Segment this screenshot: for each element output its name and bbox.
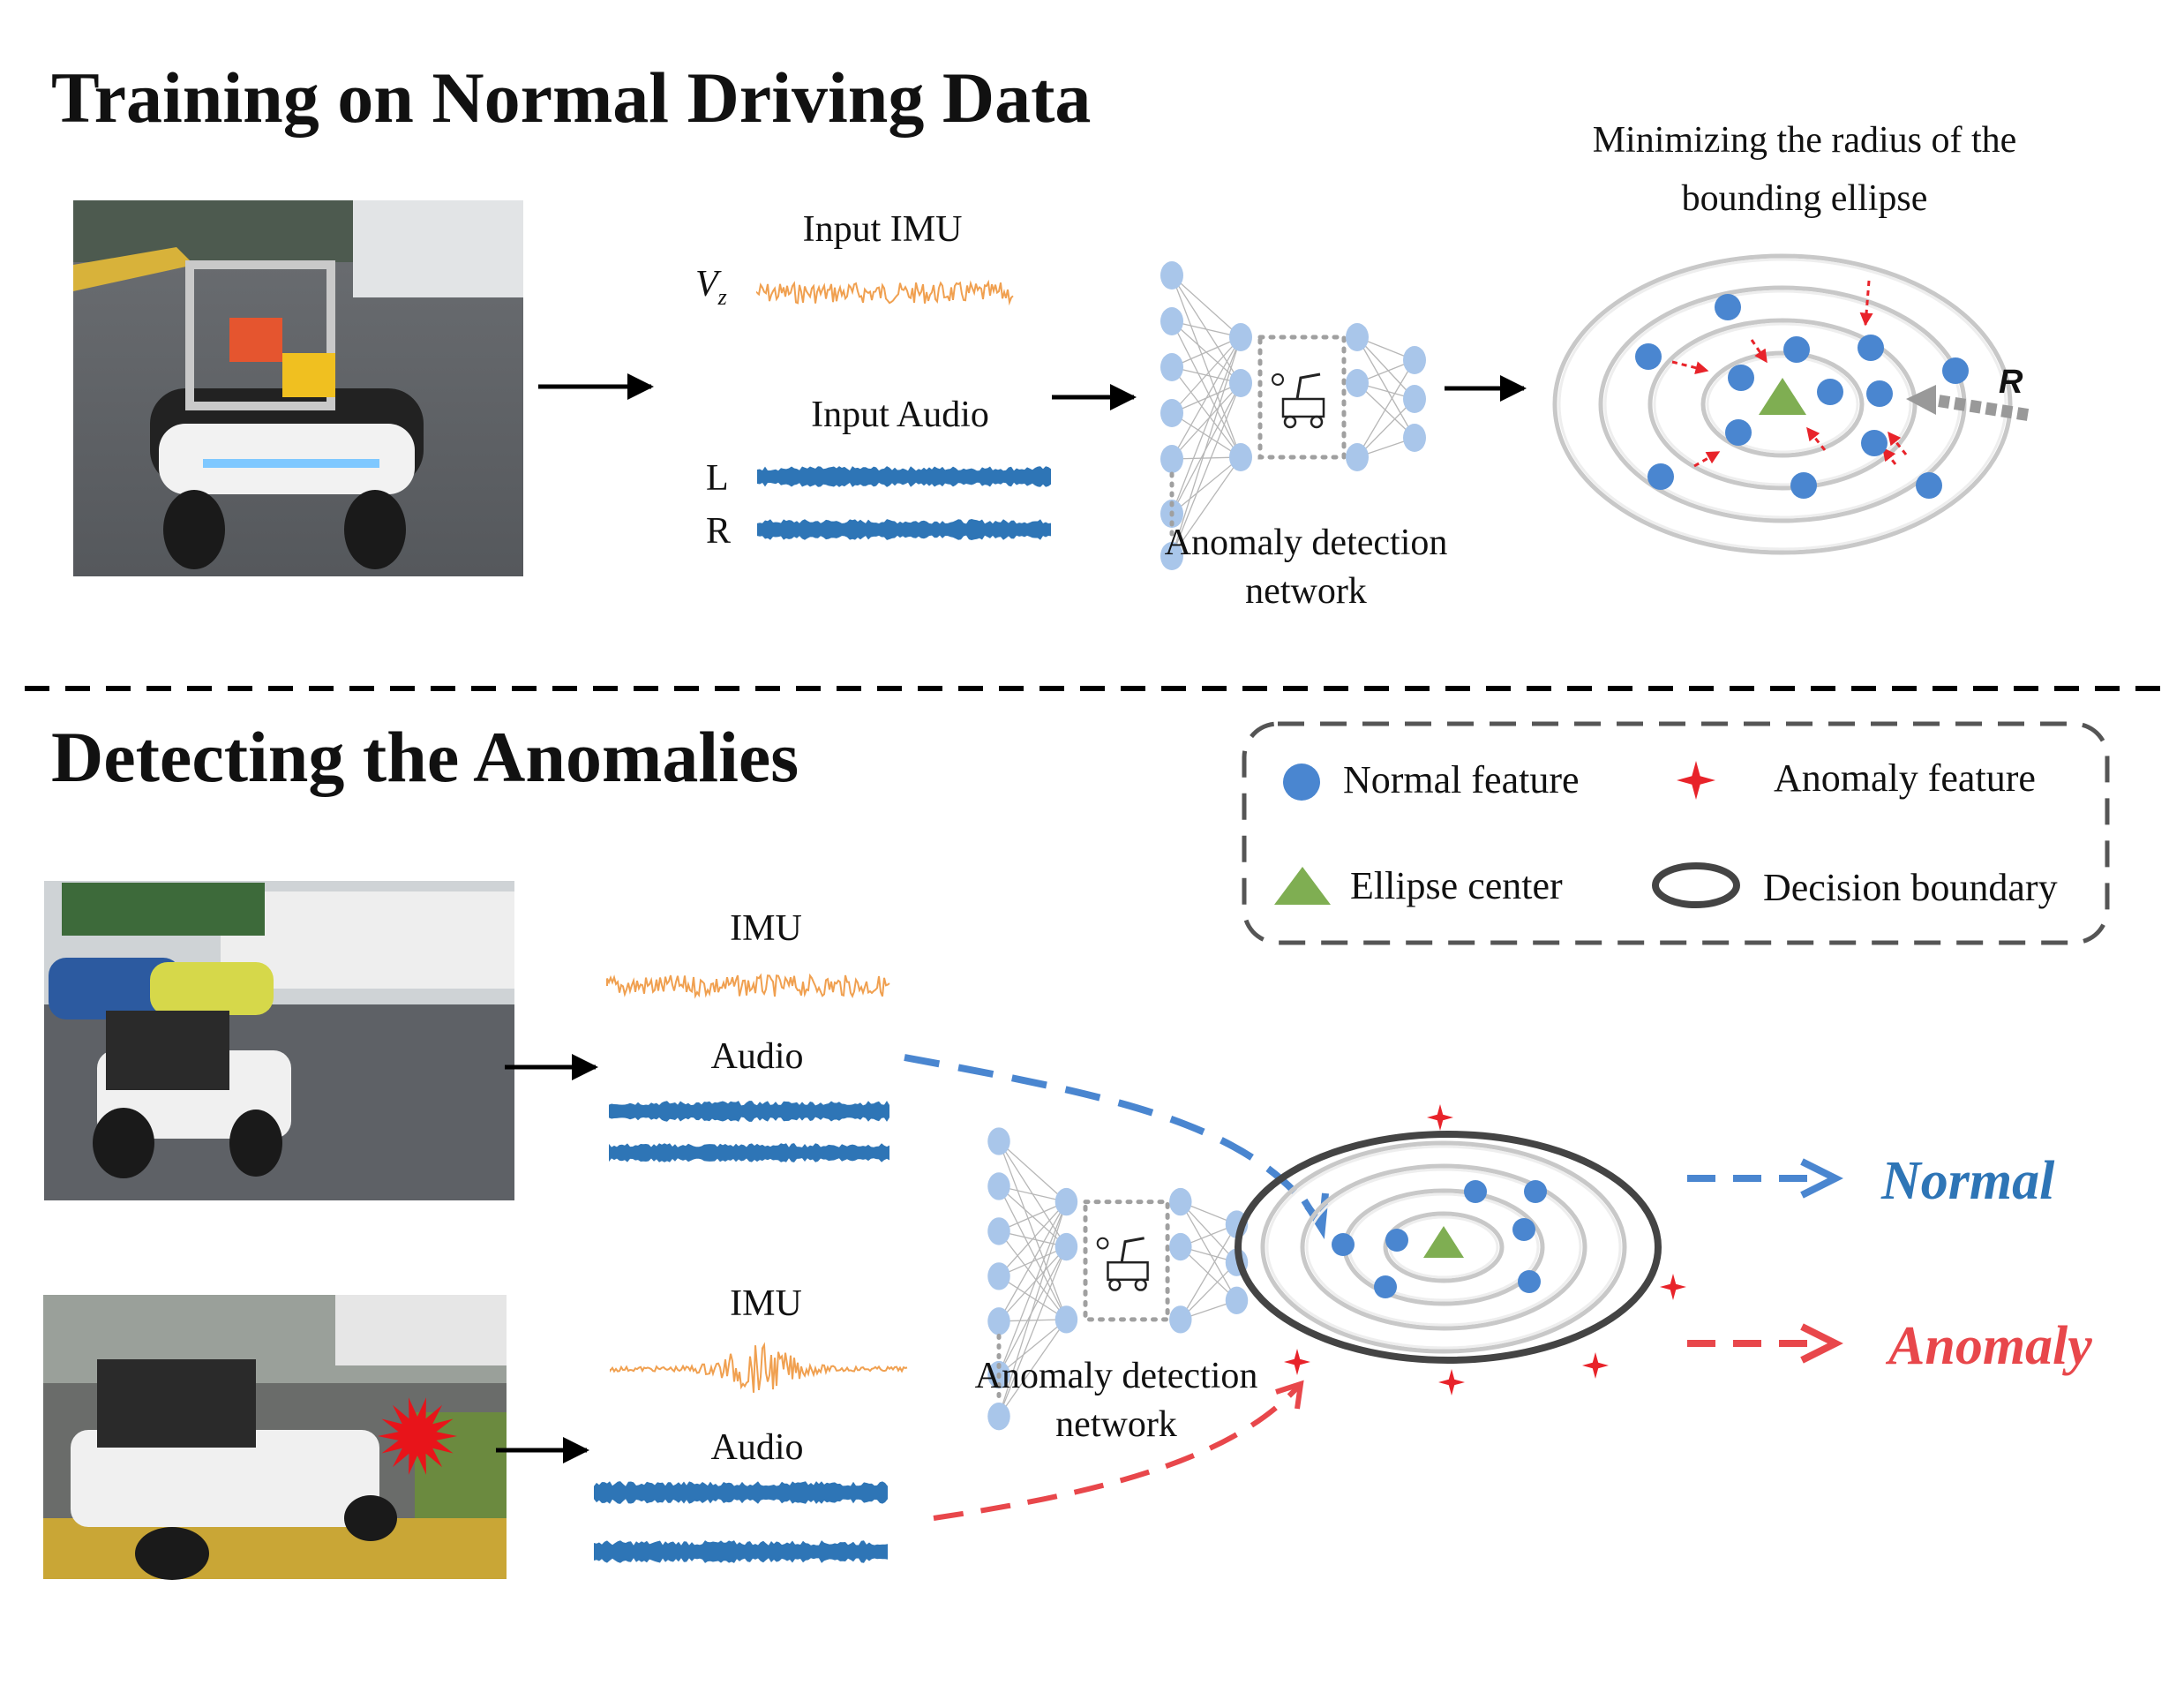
output-normal-label: Normal [1880, 1151, 2055, 1211]
network-label-bottom-line2: network [1055, 1404, 1177, 1445]
audio-waveform-anomaly-2 [594, 1540, 888, 1563]
legend-ellipse-center: Ellipse center [1350, 864, 1563, 907]
audio-label-normal: Audio [711, 1036, 804, 1077]
bounding-ellipse-training: R [1552, 253, 2030, 555]
audio-waveform-normal-2 [609, 1143, 889, 1162]
robot-photo-training [73, 200, 523, 576]
network-label-line2: network [1245, 571, 1367, 612]
robot-photo-anomaly [43, 1295, 507, 1580]
legend-normal-marker [1283, 764, 1320, 801]
imu-waveform-anomaly [610, 1342, 908, 1393]
anomaly-output-arrowhead [1800, 1323, 1843, 1364]
output-anomaly-label: Anomaly [1885, 1316, 2092, 1376]
svg-text:R: R [1999, 364, 2023, 401]
imu-waveform-normal [606, 973, 890, 999]
normal-output-arrowhead [1800, 1158, 1843, 1199]
section-title-detecting: Detecting the Anomalies [51, 717, 799, 797]
imu-waveform [756, 279, 1014, 306]
audio-right-label: R [706, 511, 731, 552]
ellipse-caption-line2: bounding ellipse [1682, 178, 1928, 219]
decision-boundary-ellipse [1235, 1104, 1686, 1395]
section-title-training: Training on Normal Driving Data [51, 57, 1091, 138]
imu-label-normal: IMU [730, 908, 802, 949]
anomaly-detection-network-diagram [1160, 261, 1426, 570]
audio-label-anomaly: Audio [711, 1427, 804, 1468]
audio-left-waveform [757, 466, 1051, 487]
collision-burst-icon [378, 1397, 457, 1475]
legend-anomaly-feature: Anomaly feature [1774, 756, 2036, 800]
input-audio-label: Input Audio [811, 395, 989, 435]
imu-channel-label: Vz [695, 264, 727, 310]
anomaly-flow-arrow [933, 1383, 1302, 1521]
normal-flow-arrow [904, 1054, 1323, 1225]
legend-center-marker [1274, 867, 1331, 905]
audio-right-waveform [757, 519, 1051, 540]
audio-waveform-normal-1 [609, 1101, 889, 1122]
legend: Normal feature Anomaly feature Ellipse c… [1242, 721, 2110, 945]
network-label-bottom-line1: Anomaly detection [975, 1356, 1258, 1396]
legend-anomaly-marker [1677, 761, 1715, 800]
legend-decision-boundary: Decision boundary [1763, 866, 2058, 909]
audio-left-label: L [706, 458, 729, 499]
network-label-line1: Anomaly detection [1165, 523, 1448, 563]
anomaly-detection-network-diagram-bottom [987, 1127, 1249, 1431]
legend-border [1242, 721, 2110, 945]
legend-boundary-marker [1652, 862, 1740, 908]
input-imu-label: Input IMU [803, 209, 963, 250]
legend-normal-feature: Normal feature [1343, 758, 1580, 801]
audio-waveform-anomaly-1 [594, 1481, 888, 1504]
ellipse-caption-line1: Minimizing the radius of the [1593, 120, 2017, 161]
anomaly-flow-arrowhead [1275, 1380, 1304, 1410]
robot-photo-normal [44, 881, 514, 1200]
imu-label-anomaly: IMU [730, 1283, 802, 1324]
